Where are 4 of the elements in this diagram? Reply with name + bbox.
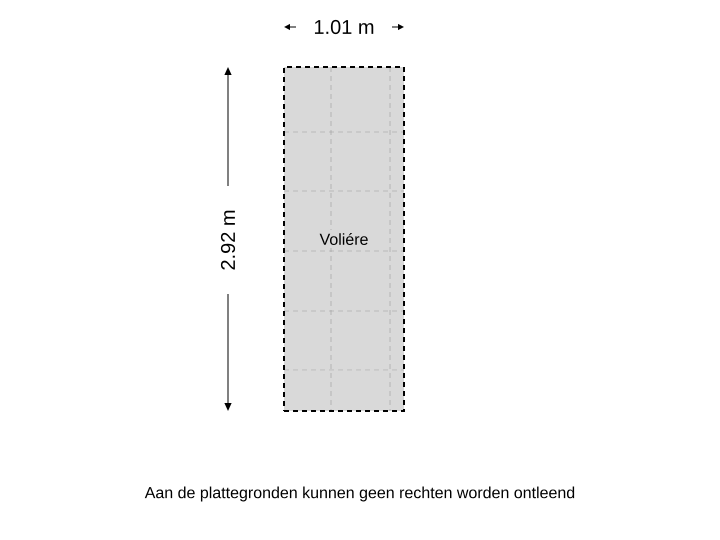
room: Voliére [283, 66, 405, 412]
dimension-label: 2.92 m [220, 210, 236, 270]
dimension-label: 1.01 m [314, 20, 374, 34]
disclaimer-note: Aan de plattegronden kunnen geen rechten worden ontleend [144, 486, 574, 502]
